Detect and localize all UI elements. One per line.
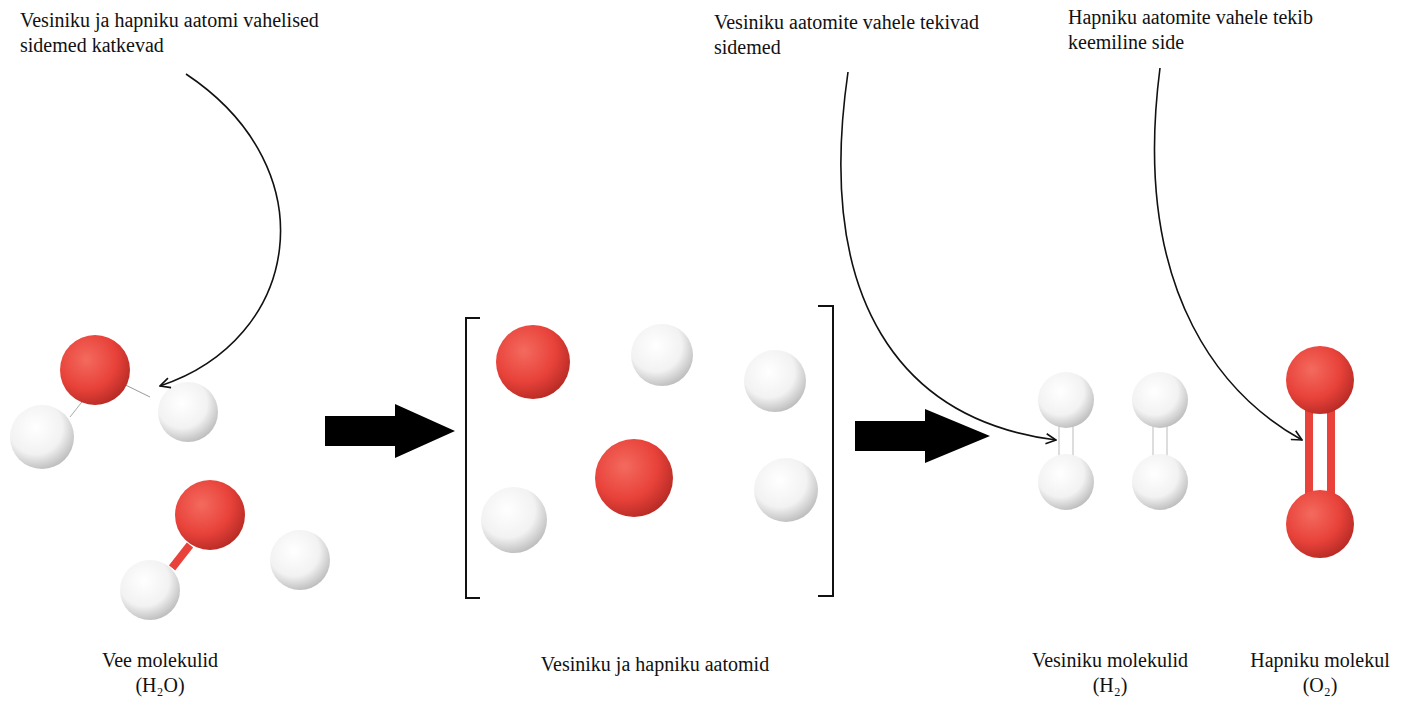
leader-line xyxy=(160,74,281,386)
process-arrow xyxy=(325,404,455,458)
leader-line xyxy=(1155,68,1302,440)
group-caption: Vesiniku molekulid (H₂) xyxy=(1020,648,1200,698)
callout-text: Vesiniku ja hapniku aatomi vahelised sid… xyxy=(20,8,320,58)
leader-line xyxy=(841,72,1056,440)
separate-atoms xyxy=(481,324,818,553)
group-caption: Hapniku molekul (O₂) xyxy=(1235,648,1405,698)
group-caption: Vesiniku ja hapniku aatomid xyxy=(505,652,805,677)
water-molecule xyxy=(10,335,218,469)
bracket xyxy=(466,318,480,598)
bracket xyxy=(818,306,833,596)
oxygen-molecule xyxy=(1286,346,1354,558)
group-caption: Vee molekulid (H₂O) xyxy=(85,648,235,698)
callout-text: Hapniku aatomite vahele tekib keemiline … xyxy=(1068,5,1338,55)
water-molecule xyxy=(120,480,330,620)
hydrogen-molecule xyxy=(1038,372,1094,510)
callout-text: Vesiniku aatomite vahele tekivad sidemed xyxy=(714,10,984,60)
hydrogen-molecule xyxy=(1132,372,1188,510)
process-arrow xyxy=(855,409,990,463)
